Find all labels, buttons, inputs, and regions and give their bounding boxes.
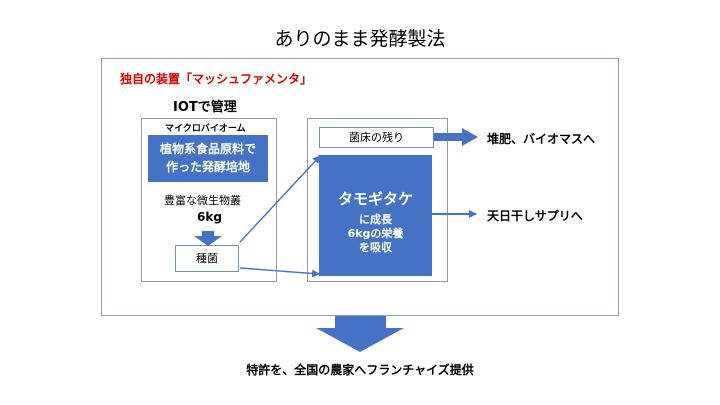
weight-label: 6kg: [197, 210, 222, 224]
output-supplement: 天日干しサプリへ: [487, 209, 583, 223]
bottom-caption: 特許を、全国の農家へフランチャイズ提供: [246, 363, 474, 377]
link-arrow-upper: [239, 155, 321, 243]
fermentation-medium-box: 植物系食品原料で 作った発酵培地: [148, 135, 268, 182]
mushroom-box: タモギタケ に成長 6kgの栄養 を吸収: [319, 155, 432, 276]
growth-panel: [307, 118, 448, 282]
output-compost: 堆肥、バイオマスへ: [487, 132, 596, 146]
big-down-arrow: [316, 316, 404, 352]
down-arrow-to-seed: [194, 231, 222, 246]
medium-line-1: 植物系食品原料で: [159, 142, 256, 156]
medium-line-2: 作った発酵培地: [165, 160, 250, 174]
microbiome-header: マイクロバイオーム: [165, 124, 246, 134]
mushroom-line-1: に成長: [359, 213, 392, 226]
mushroom-line-2: 6kgの栄養: [347, 227, 404, 240]
seed-box: 種菌: [175, 245, 239, 272]
page-title: ありのまま発酵製法: [274, 28, 446, 50]
mushroom-description: に成長 6kgの栄養 を吸収: [319, 213, 432, 255]
microbiome-panel: [141, 118, 277, 282]
mushroom-line-3: を吸収: [359, 241, 392, 254]
device-label: 独自の装置「マッシュファメンタ」: [120, 72, 313, 86]
link-arrow-lower: [239, 267, 320, 278]
arrow-to-compost: [434, 128, 478, 146]
mushroom-title: タモギタケ: [337, 190, 413, 208]
microbiota-label: 豊富な微生物叢: [164, 194, 241, 207]
iot-label: IOTで管理: [173, 100, 237, 115]
device-frame: [101, 58, 619, 316]
bed-residue-box: 菌床の残り: [319, 127, 434, 148]
